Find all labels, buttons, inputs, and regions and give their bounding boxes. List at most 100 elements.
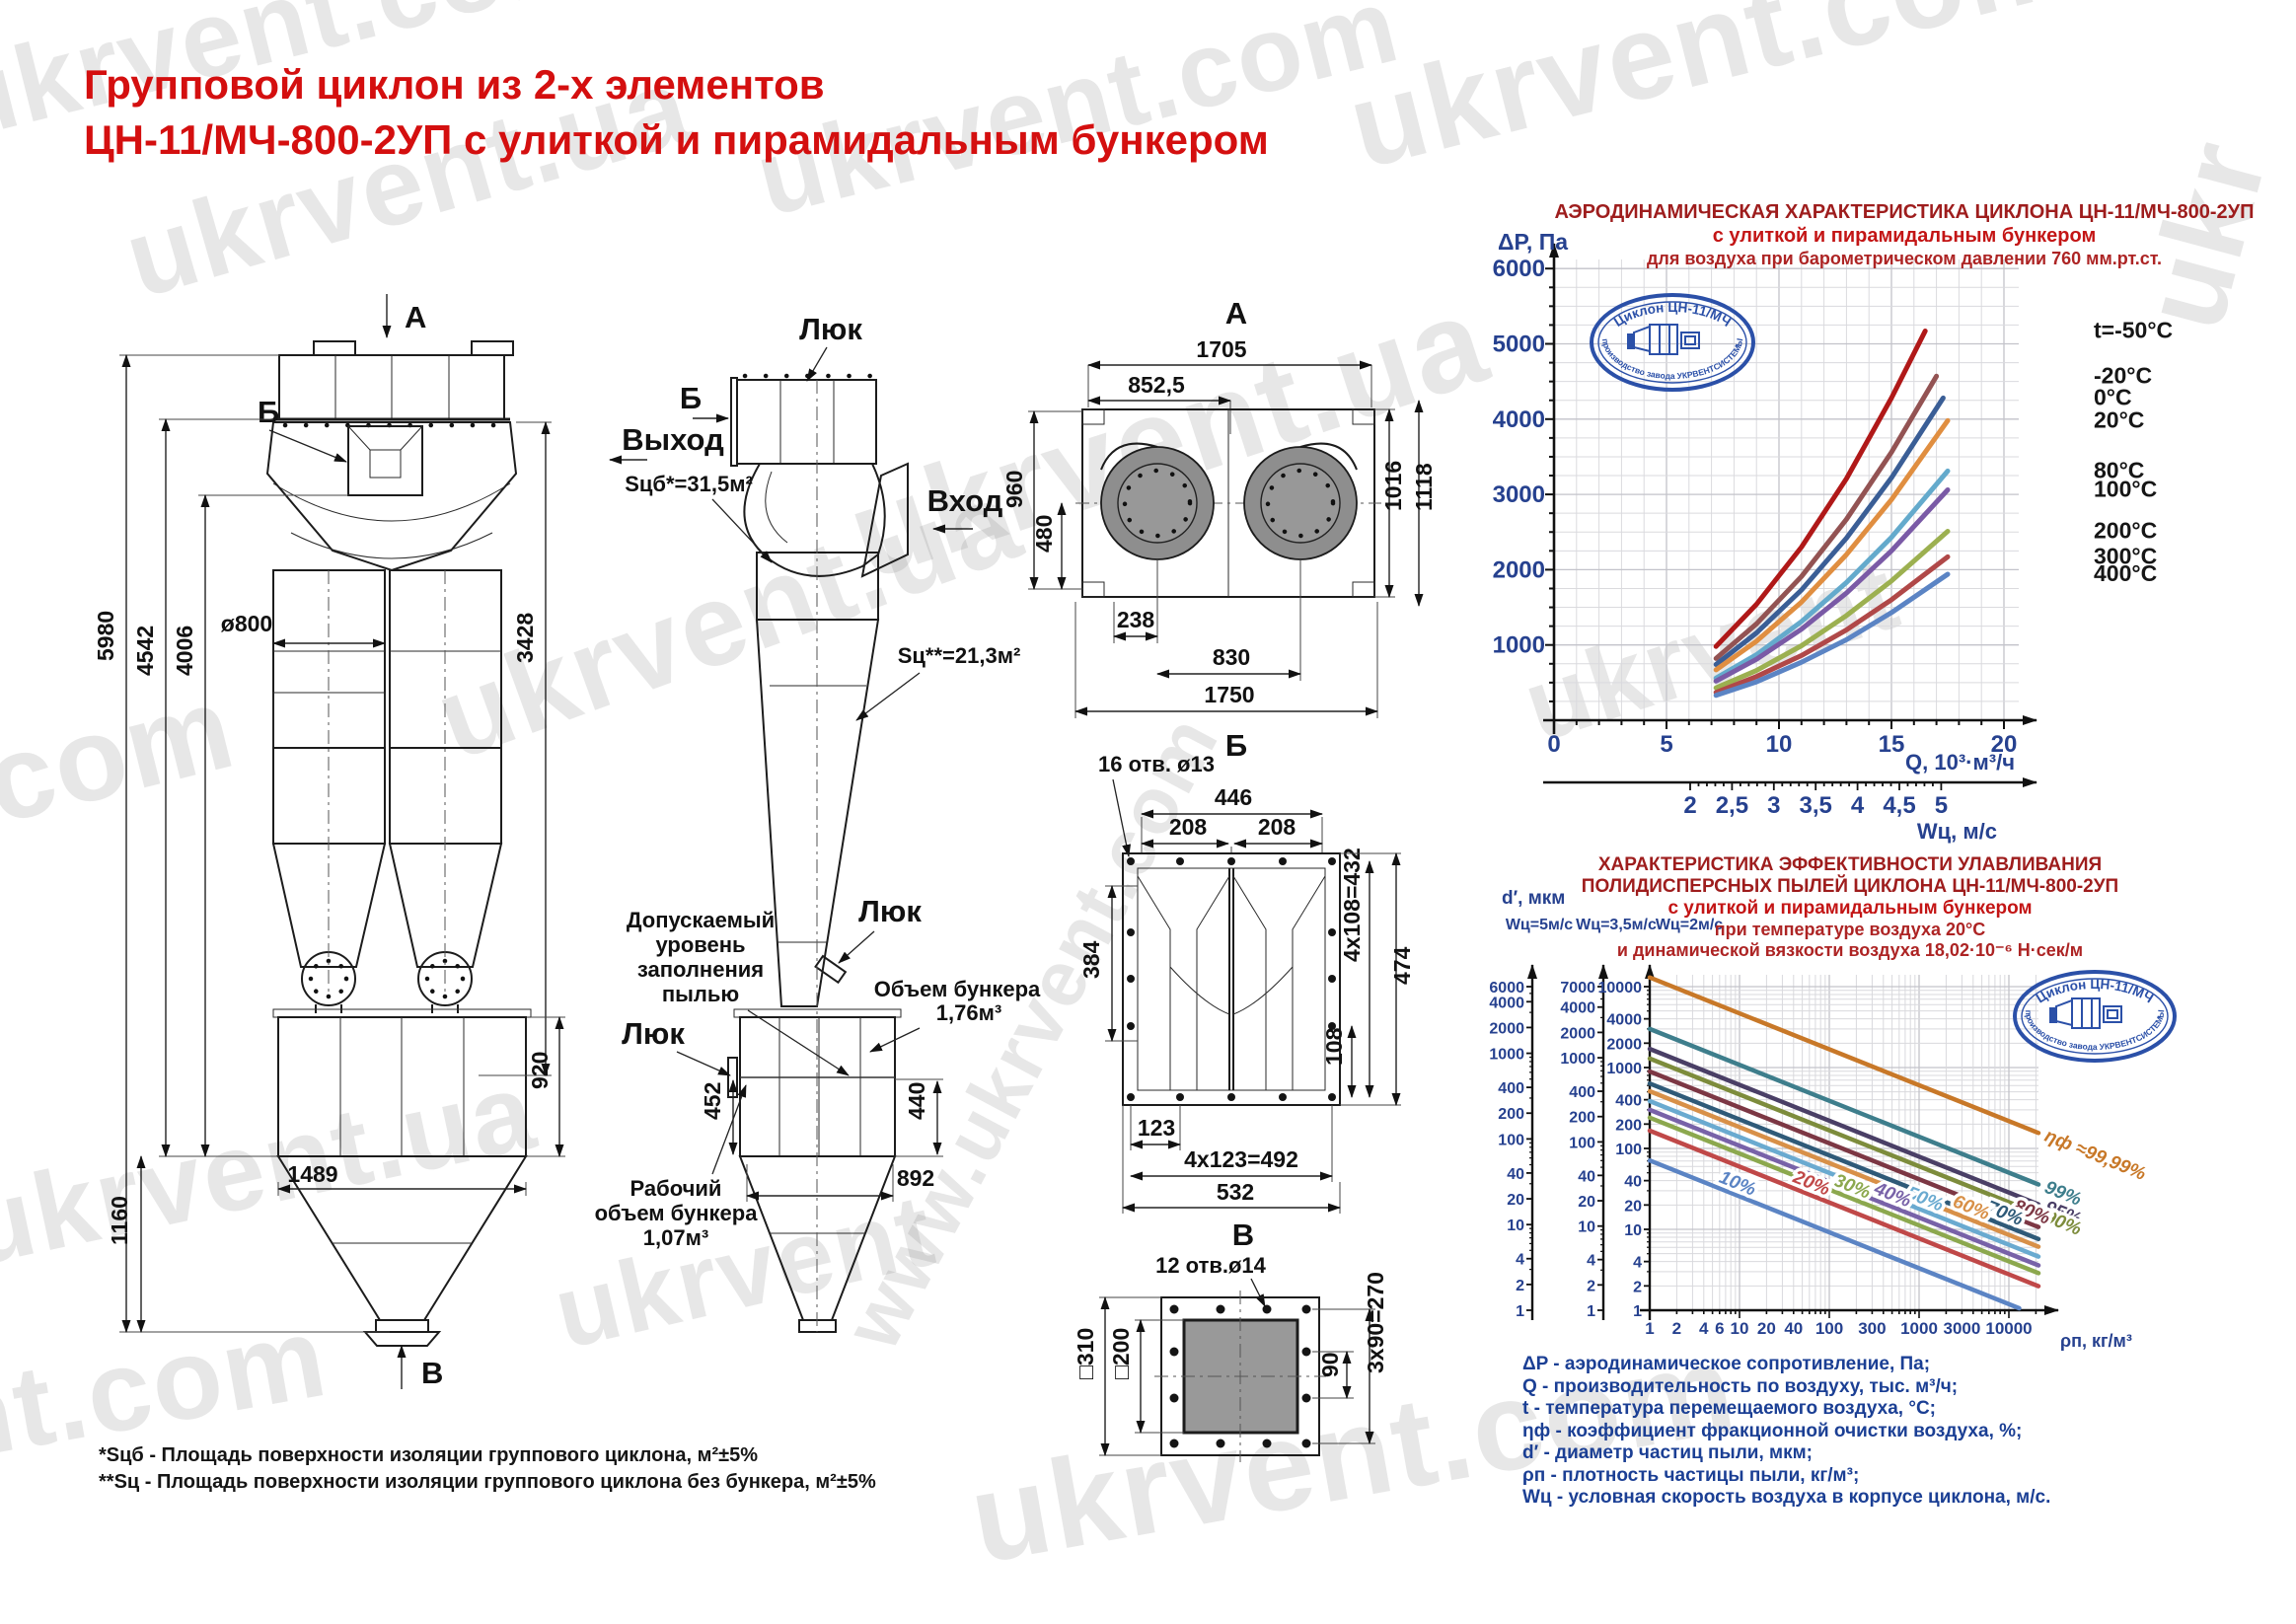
dim-446: 446	[1215, 784, 1252, 810]
dim-4006: 4006	[172, 626, 197, 676]
front-view-dimensions: А Б В 5980 4542 4006 1160 ø800 1489 3428	[93, 294, 565, 1390]
hatch-cone-label: Люк	[858, 894, 922, 928]
svg-text:10: 10	[1624, 1222, 1642, 1239]
svg-text:4: 4	[1587, 1253, 1595, 1270]
svg-text:0: 0	[1547, 731, 1560, 758]
svg-text:6: 6	[1715, 1319, 1724, 1338]
svg-text:2: 2	[1683, 792, 1696, 819]
svg-text:4000: 4000	[1493, 406, 1545, 433]
svg-text:20: 20	[1991, 731, 2018, 758]
svg-text:10: 10	[1731, 1319, 1749, 1338]
svg-text:10: 10	[1766, 731, 1793, 758]
insulation-area-body-label: Sц**=21,3м²	[898, 643, 1021, 668]
inlet-label: Вход	[927, 483, 1003, 518]
svg-text:1: 1	[1633, 1303, 1642, 1320]
outlet-label: Выход	[622, 422, 724, 457]
dim-474: 474	[1389, 946, 1415, 985]
dust-level-label-4: пылью	[662, 982, 739, 1006]
working-volume-label-2: объем бункера	[595, 1201, 759, 1225]
svg-text:20: 20	[1507, 1192, 1524, 1209]
definition-item: Wц - условная скорость воздуха в корпусе…	[1522, 1487, 2051, 1508]
svg-text:3: 3	[1767, 792, 1780, 819]
svg-text:1000: 1000	[1606, 1061, 1642, 1077]
svg-text:с улиткой и пирамидальным бунк: с улиткой и пирамидальным бункером	[1667, 898, 2032, 919]
svg-text:20: 20	[1624, 1198, 1642, 1215]
svg-text:40: 40	[1624, 1174, 1642, 1191]
definition-item: Q - производительность по воздуху, тыс. …	[1522, 1375, 1959, 1397]
svg-text:2: 2	[1633, 1279, 1642, 1295]
svg-text:200: 200	[1498, 1106, 1524, 1123]
svg-text:100: 100	[1569, 1135, 1595, 1151]
svg-text:15: 15	[1879, 731, 1905, 758]
svg-text:при температуре воздуха 20°С: при температуре воздуха 20°С	[1715, 920, 1985, 939]
svg-text:Циклон ЦН-11/МЧ: Циклон ЦН-11/МЧ	[2034, 977, 2156, 1006]
dim-4542: 4542	[132, 626, 158, 676]
svg-text:Wц=2м/с: Wц=2м/с	[1656, 917, 1723, 933]
svg-text:10: 10	[1507, 1218, 1524, 1234]
svg-text:200: 200	[1615, 1117, 1642, 1134]
dim-123: 123	[1138, 1115, 1175, 1141]
bunker-volume-value: 1,76м³	[936, 1000, 1001, 1025]
svg-text:5000: 5000	[1493, 332, 1545, 358]
svg-text:100: 100	[1498, 1132, 1524, 1148]
svg-text:0°C: 0°C	[2094, 384, 2132, 409]
svg-text:200°C: 200°C	[2094, 517, 2157, 543]
svg-text:300°C: 300°C	[2094, 543, 2157, 568]
side-view-drawing: Люк Б Выход Вход Sцб*=31,5м² Sц**=21,3м²…	[595, 312, 1041, 1333]
dim-960: 960	[1001, 471, 1027, 508]
svg-text:40: 40	[1507, 1166, 1524, 1183]
definition-item: ΔP - аэродинамическое сопротивление, Па;	[1522, 1354, 1931, 1374]
view-b-header: Б	[1225, 728, 1247, 763]
dust-level-label-3: заполнения	[637, 957, 764, 982]
dim-90: 90	[1317, 1352, 1343, 1377]
svg-text:2: 2	[1587, 1278, 1595, 1294]
svg-text:2000: 2000	[1489, 1020, 1524, 1037]
side-view-labels: Люк Б Выход Вход Sцб*=31,5м² Sц**=21,3м²…	[595, 312, 1041, 1250]
svg-text:6000: 6000	[1489, 980, 1524, 997]
svg-text:100: 100	[1615, 1142, 1642, 1158]
svg-text:20°C: 20°C	[2094, 406, 2144, 432]
dim-208-right: 208	[1258, 814, 1296, 840]
view-b-holes-label: 16 отв. ø13	[1098, 752, 1215, 776]
svg-text:300: 300	[1858, 1319, 1886, 1338]
view-b-pointer-label: Б	[258, 395, 279, 429]
svg-text:1: 1	[1516, 1303, 1524, 1320]
dim-532: 532	[1217, 1179, 1254, 1205]
view-v-holes-label: 12 отв.ø14	[1155, 1253, 1267, 1278]
svg-text:АЭРОДИНАМИЧЕСКАЯ ХАРАКТЕРИСТИ: АЭРОДИНАМИЧЕСКАЯ ХАРАКТЕРИСТИКА ЦИКЛОНА …	[1554, 201, 2254, 223]
svg-text:4,5: 4,5	[1883, 792, 1915, 819]
top-view-label: А	[1225, 296, 1247, 331]
svg-text:ΔP, Па: ΔP, Па	[1498, 229, 1568, 255]
svg-text:2: 2	[1672, 1319, 1681, 1338]
svg-text:1000: 1000	[1900, 1319, 1938, 1338]
definition-item: t - температура перемещаемого воздуха, °…	[1522, 1398, 1937, 1419]
svg-text:10000: 10000	[1598, 980, 1643, 997]
svg-text:400: 400	[1569, 1084, 1595, 1101]
svg-text:3000: 3000	[1944, 1319, 1981, 1338]
page-title-line1: Групповой циклон из 2-х элементов	[84, 61, 825, 108]
definition-item: ρп - плотность частицы пыли, кг/м³;	[1522, 1464, 1860, 1486]
dim-1750: 1750	[1204, 682, 1254, 707]
dim-5980: 5980	[93, 611, 118, 661]
hatch-bunker-label: Люк	[622, 1016, 685, 1051]
svg-text:2000: 2000	[1560, 1025, 1595, 1042]
svg-text:Q, 10³·м³/ч: Q, 10³·м³/ч	[1905, 750, 2015, 775]
svg-text:40: 40	[1578, 1168, 1595, 1185]
view-b-flange: 16 отв. ø13 446 208 208 384	[1078, 752, 1415, 1214]
dim-d800: ø800	[221, 611, 272, 636]
svg-text:1: 1	[1587, 1303, 1595, 1320]
svg-text:20: 20	[1757, 1319, 1776, 1338]
view-v-header: В	[1232, 1218, 1254, 1252]
side-view-body	[727, 373, 909, 1333]
page-title-line2: ЦН-11/МЧ-800-2УП с улиткой и пирамидальн…	[84, 116, 1269, 163]
svg-text:4: 4	[1516, 1252, 1524, 1269]
svg-text:1000: 1000	[1560, 1051, 1595, 1068]
dim-480: 480	[1031, 515, 1057, 553]
working-volume-value: 1,07м³	[643, 1225, 708, 1250]
dim-238: 238	[1117, 607, 1155, 632]
svg-text:100°C: 100°C	[2094, 477, 2157, 502]
view-b-arrow-label: Б	[680, 381, 702, 415]
definition-item: d′ - диаметр частиц пыли, мкм;	[1522, 1442, 1813, 1463]
dim-1016: 1016	[1380, 461, 1406, 511]
top-view-a: А 1705 852,5 960 480	[1001, 296, 1437, 763]
